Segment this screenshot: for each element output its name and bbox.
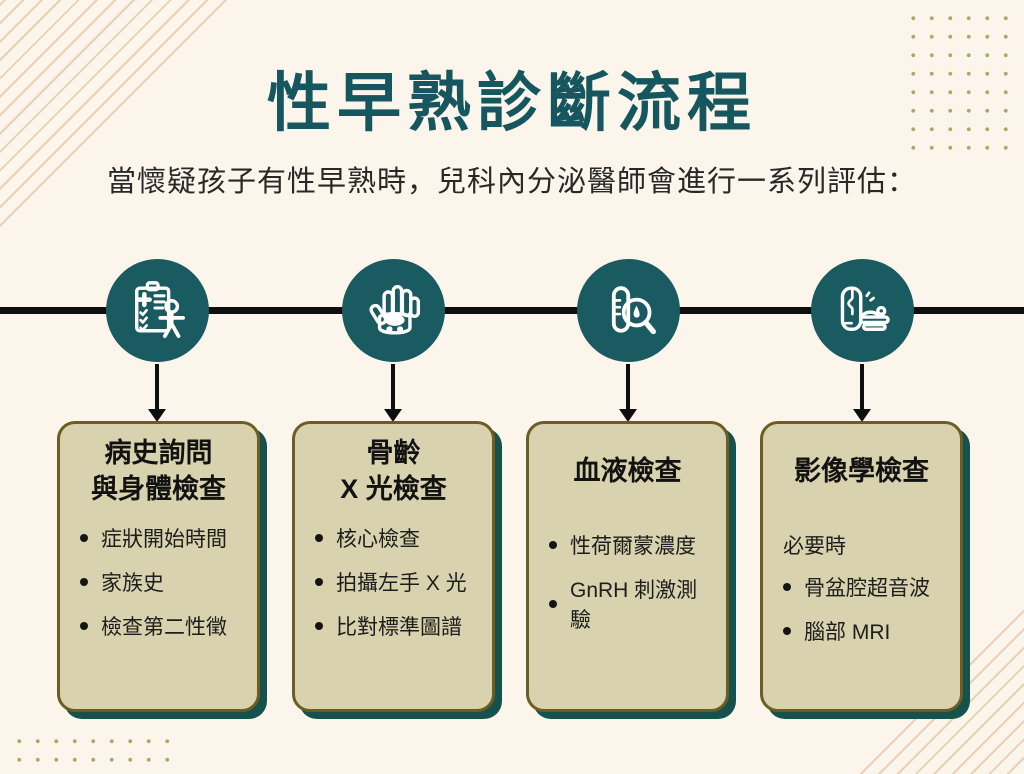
card-bullet-list: 症狀開始時間 家族史 檢查第二性徵 bbox=[70, 523, 247, 641]
card-title: 影像學檢查 bbox=[773, 436, 950, 490]
bullet-dot bbox=[80, 578, 88, 587]
list-item: 腦部 MRI bbox=[783, 616, 950, 646]
bullet-text: GnRH 刺激測驗 bbox=[570, 578, 698, 632]
step-circle-bone-age bbox=[342, 259, 445, 362]
list-item: GnRH 刺激測驗 bbox=[549, 574, 716, 634]
xray-hand-icon bbox=[368, 284, 420, 335]
card-bullet-list: 性荷爾蒙濃度 GnRH 刺激測驗 bbox=[539, 530, 716, 634]
card-blood-test: 血液檢查 性荷爾蒙濃度 GnRH 刺激測驗 bbox=[526, 421, 729, 712]
list-item: 比對標準圖譜 bbox=[315, 611, 482, 641]
card-bullet-list: 骨盆腔超音波 腦部 MRI bbox=[773, 572, 950, 646]
dot-grid-bottom-left bbox=[10, 732, 178, 764]
bullet-text: 核心檢查 bbox=[336, 528, 420, 552]
card-title: 骨齡 X 光檢查 bbox=[305, 436, 482, 507]
bullet-text: 家族史 bbox=[101, 572, 164, 596]
list-item: 家族史 bbox=[80, 567, 247, 597]
card-title: 病史詢問 與身體檢查 bbox=[70, 436, 247, 507]
bullet-text: 拍攝左手 X 光 bbox=[336, 572, 467, 596]
list-item: 檢查第二性徵 bbox=[80, 611, 247, 641]
card-bone-age-xray: 骨齡 X 光檢查 核心檢查 拍攝左手 X 光 比對標準圖譜 bbox=[292, 421, 495, 712]
step-circle-blood-test bbox=[577, 259, 680, 362]
card-title-line: X 光檢查 bbox=[340, 473, 447, 504]
blood-test-magnifier-icon bbox=[611, 285, 656, 334]
card-title-line: 血液檢查 bbox=[573, 456, 682, 486]
bullet-text: 性荷爾蒙濃度 bbox=[570, 534, 696, 558]
bullet-dot bbox=[315, 622, 323, 631]
card-title-line: 病史詢問 bbox=[104, 438, 213, 468]
page-subtitle: 當懷疑孩子有性早熟時，兒科內分泌醫師會進行一系列評估： bbox=[106, 166, 917, 198]
card-title-line: 影像學檢查 bbox=[794, 456, 929, 486]
list-item: 核心檢查 bbox=[315, 523, 482, 553]
bullet-text: 腦部 MRI bbox=[804, 620, 891, 644]
mri-scanner-icon bbox=[840, 285, 890, 331]
step-circle-imaging bbox=[811, 259, 914, 362]
bullet-dot bbox=[80, 622, 88, 631]
card-imaging-exam: 影像學檢查 必要時 骨盆腔超音波 腦部 MRI bbox=[760, 421, 963, 712]
card-title-line: 與身體檢查 bbox=[91, 473, 226, 504]
list-item: 性荷爾蒙濃度 bbox=[549, 530, 716, 560]
bullet-dot bbox=[80, 534, 88, 543]
bullet-text: 比對標準圖譜 bbox=[336, 616, 462, 640]
bullet-dot bbox=[315, 578, 323, 587]
bullet-dot bbox=[549, 540, 557, 549]
timeline-line bbox=[0, 307, 1024, 314]
list-item: 骨盆腔超音波 bbox=[783, 572, 950, 602]
bullet-dot bbox=[315, 534, 323, 543]
card-bullet-list: 核心檢查 拍攝左手 X 光 比對標準圖譜 bbox=[305, 523, 482, 641]
bullet-dot bbox=[549, 599, 557, 608]
step-circle-history bbox=[106, 259, 209, 362]
card-note: 必要時 bbox=[783, 534, 846, 558]
bullet-text: 檢查第二性徵 bbox=[101, 616, 227, 640]
bullet-dot bbox=[783, 626, 791, 635]
card-title-line: 骨齡 bbox=[366, 438, 421, 468]
list-item: 症狀開始時間 bbox=[80, 523, 247, 553]
card-title: 血液檢查 bbox=[539, 436, 716, 490]
list-item: 拍攝左手 X 光 bbox=[315, 567, 482, 597]
bullet-text: 骨盆腔超音波 bbox=[804, 576, 930, 600]
card-history-physical-exam: 病史詢問 與身體檢查 症狀開始時間 家族史 檢查第二性徵 bbox=[57, 421, 260, 712]
bullet-dot bbox=[783, 582, 791, 591]
clipboard-checklist-person-icon bbox=[134, 280, 185, 338]
bullet-text: 症狀開始時間 bbox=[101, 528, 227, 552]
page-title: 性早熟診斷流程 bbox=[267, 67, 757, 139]
